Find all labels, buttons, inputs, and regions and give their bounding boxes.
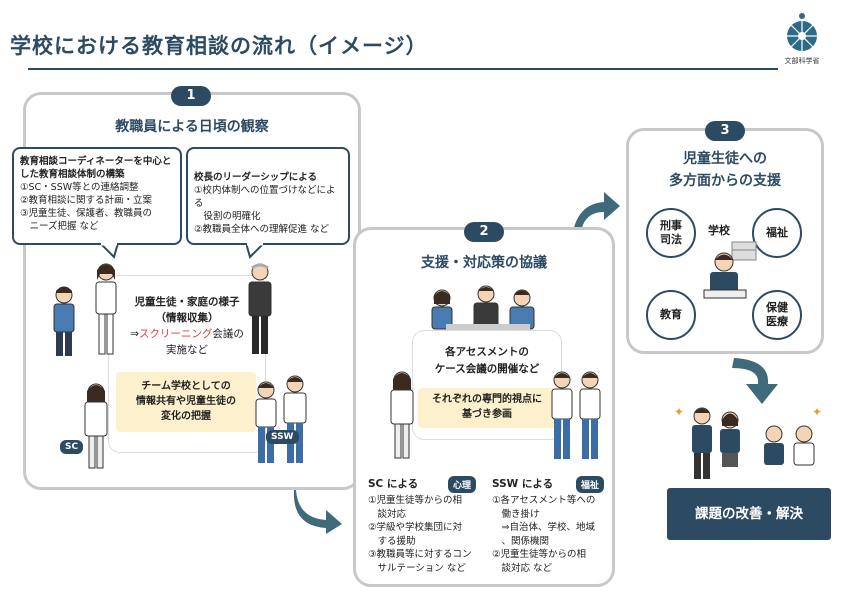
bubble-right-item: 役割の明確化 bbox=[194, 211, 261, 222]
screening-line2: 実施など bbox=[166, 344, 208, 356]
step1-yellow-box: チーム学校としての 情報共有や児童生徒の 変化の把握 bbox=[116, 372, 256, 432]
screening-prefix: ⇒ bbox=[130, 328, 139, 340]
yellow-line1: それぞれの専門的視点に bbox=[432, 394, 542, 405]
step1-bubble-right: 校長のリーダーシップによる ①校内体制への位置づけなどによる 役割の明確化 ②教… bbox=[186, 147, 350, 245]
ssw-item: ⇒自治体、学校、地域 bbox=[492, 522, 595, 533]
teacher-figure bbox=[53, 286, 75, 356]
sc-figure bbox=[84, 383, 108, 469]
bubble-left-item: ニーズ把握 など bbox=[20, 221, 99, 232]
center-line2: （情報収集） bbox=[155, 312, 219, 324]
circle-health: 保健 医療 bbox=[752, 290, 802, 340]
ssw-badge: 福祉 bbox=[576, 476, 605, 493]
ssw-item: 、関係機関 bbox=[492, 535, 550, 547]
meeting-line2: ケース会議の開催など bbox=[434, 363, 540, 375]
sc-item: サルテーション など bbox=[368, 562, 466, 574]
arrow-to-step3-icon bbox=[572, 192, 620, 238]
sc-item: ①児童生徒等からの相 bbox=[368, 495, 463, 506]
student-figure bbox=[551, 371, 573, 459]
step1-center-text: 児童生徒・家庭の様子 （情報収集） ⇒スクリーニング会議の 実施など bbox=[110, 294, 264, 358]
result-box: 課題の改善・解決 bbox=[667, 488, 831, 540]
ssw-label: SSW bbox=[266, 430, 299, 444]
sc-heading: SC による bbox=[368, 478, 419, 490]
screening-suffix: 会議の bbox=[212, 328, 244, 340]
step1-bubble-left: 教育相談コーディネーターを中心と した教育相談体制の構築 ①SC・SSW等との連… bbox=[12, 147, 182, 245]
arrow-to-step2-icon bbox=[293, 490, 342, 534]
sc-item: 談対応 bbox=[368, 508, 407, 520]
bubble-left-item: ②教育相談に関する計画・立案 bbox=[20, 195, 153, 206]
step2-number: 2 bbox=[464, 222, 504, 242]
circle-justice: 刑事 司法 bbox=[646, 208, 696, 258]
principal-figure bbox=[248, 263, 272, 354]
screening-red: スクリーニング bbox=[138, 328, 213, 340]
school-label: 学校 bbox=[708, 224, 730, 237]
ssw-heading: SSW による bbox=[492, 478, 554, 490]
screening-line: ⇒スクリーニング会議の bbox=[110, 326, 264, 342]
sc-items: ①児童生徒等からの相 談対応 ②学級や学校集団に対 する援助 ③教職員等に対する… bbox=[368, 494, 472, 575]
student-figure bbox=[255, 381, 277, 463]
sc-item: する援助 bbox=[368, 535, 416, 547]
svg-text:✦: ✦ bbox=[812, 405, 822, 419]
page-title: 学校における教育相談の流れ（イメージ） bbox=[10, 34, 428, 58]
bubble-right-item: ②教職員全体への理解促進 など bbox=[194, 224, 330, 235]
ssw-item: ②児童生徒等からの相 bbox=[492, 549, 587, 560]
meeting-line1: 各アセスメントの bbox=[445, 346, 529, 358]
arrow-to-result-icon bbox=[732, 358, 778, 404]
svg-text:✦: ✦ bbox=[674, 405, 684, 419]
sc-figure bbox=[390, 371, 414, 459]
ssw-item: ①各アセスメント等への bbox=[492, 495, 596, 506]
school-building-icon bbox=[703, 241, 757, 299]
bubble-right-tail bbox=[246, 243, 266, 259]
ssw-figure bbox=[283, 375, 307, 463]
title-rule bbox=[28, 68, 778, 70]
step2-yellow-box: それぞれの専門的視点に 基づき参画 bbox=[418, 388, 556, 428]
circle-welfare: 福祉 bbox=[752, 208, 802, 258]
center-line1: 児童生徒・家庭の様子 bbox=[134, 296, 240, 308]
bubble-right-heading: 校長のリーダーシップによる bbox=[194, 172, 318, 183]
step3-title: 児童生徒への 多方面からの支援 bbox=[626, 148, 824, 192]
logo-emblem-icon bbox=[787, 13, 817, 51]
circle-education: 教育 bbox=[646, 290, 696, 340]
bubble-left-heading1: 教育相談コーディネーターを中心と bbox=[20, 156, 172, 167]
sc-item: ③教職員等に対するコン bbox=[368, 549, 472, 560]
sc-badge: 心理 bbox=[448, 476, 477, 493]
step2-meeting-text: 各アセスメントの ケース会議の開催など bbox=[412, 344, 562, 378]
yellow-line1: チーム学校としての bbox=[141, 381, 231, 392]
meeting-group-figure bbox=[431, 285, 535, 330]
step1-number: 1 bbox=[171, 86, 211, 106]
bubble-left-tail bbox=[100, 243, 120, 259]
sc-item: ②学級や学校集団に対 bbox=[368, 522, 463, 533]
step2-title: 支援・対応策の協議 bbox=[421, 255, 547, 271]
yellow-line2: 情報共有や児童生徒の bbox=[136, 396, 236, 407]
bubble-right-item: ①校内体制への位置づけなどによる bbox=[194, 185, 336, 209]
step1-title: 教職員による日頃の観察 bbox=[115, 119, 269, 135]
ssw-figure bbox=[579, 371, 601, 459]
students-group-figure: ✦✦ bbox=[674, 405, 822, 479]
bubble-left-item: ③児童生徒、保護者、教職員の bbox=[20, 208, 153, 219]
yellow-line3: 変化の把握 bbox=[161, 411, 211, 422]
ssw-item: 談対応 など bbox=[492, 562, 553, 574]
ministry-logo: 文部科学省 bbox=[782, 10, 822, 68]
bubble-left-heading2: した教育相談体制の構築 bbox=[20, 169, 125, 180]
logo-text: 文部科学省 bbox=[784, 57, 820, 65]
sc-label: SC bbox=[60, 440, 84, 454]
step3-number: 3 bbox=[705, 121, 745, 141]
teacher-figure bbox=[95, 263, 117, 355]
step3-title-line1: 児童生徒への bbox=[683, 151, 767, 167]
yellow-line2: 基づき参画 bbox=[462, 409, 512, 420]
bubble-left-item: ①SC・SSW等との連絡調整 bbox=[20, 182, 139, 193]
ssw-item: 働き掛け bbox=[492, 508, 540, 520]
ssw-items: ①各アセスメント等への 働き掛け ⇒自治体、学校、地域 、関係機関 ②児童生徒等… bbox=[492, 494, 595, 575]
step3-title-line2: 多方面からの支援 bbox=[669, 173, 781, 189]
